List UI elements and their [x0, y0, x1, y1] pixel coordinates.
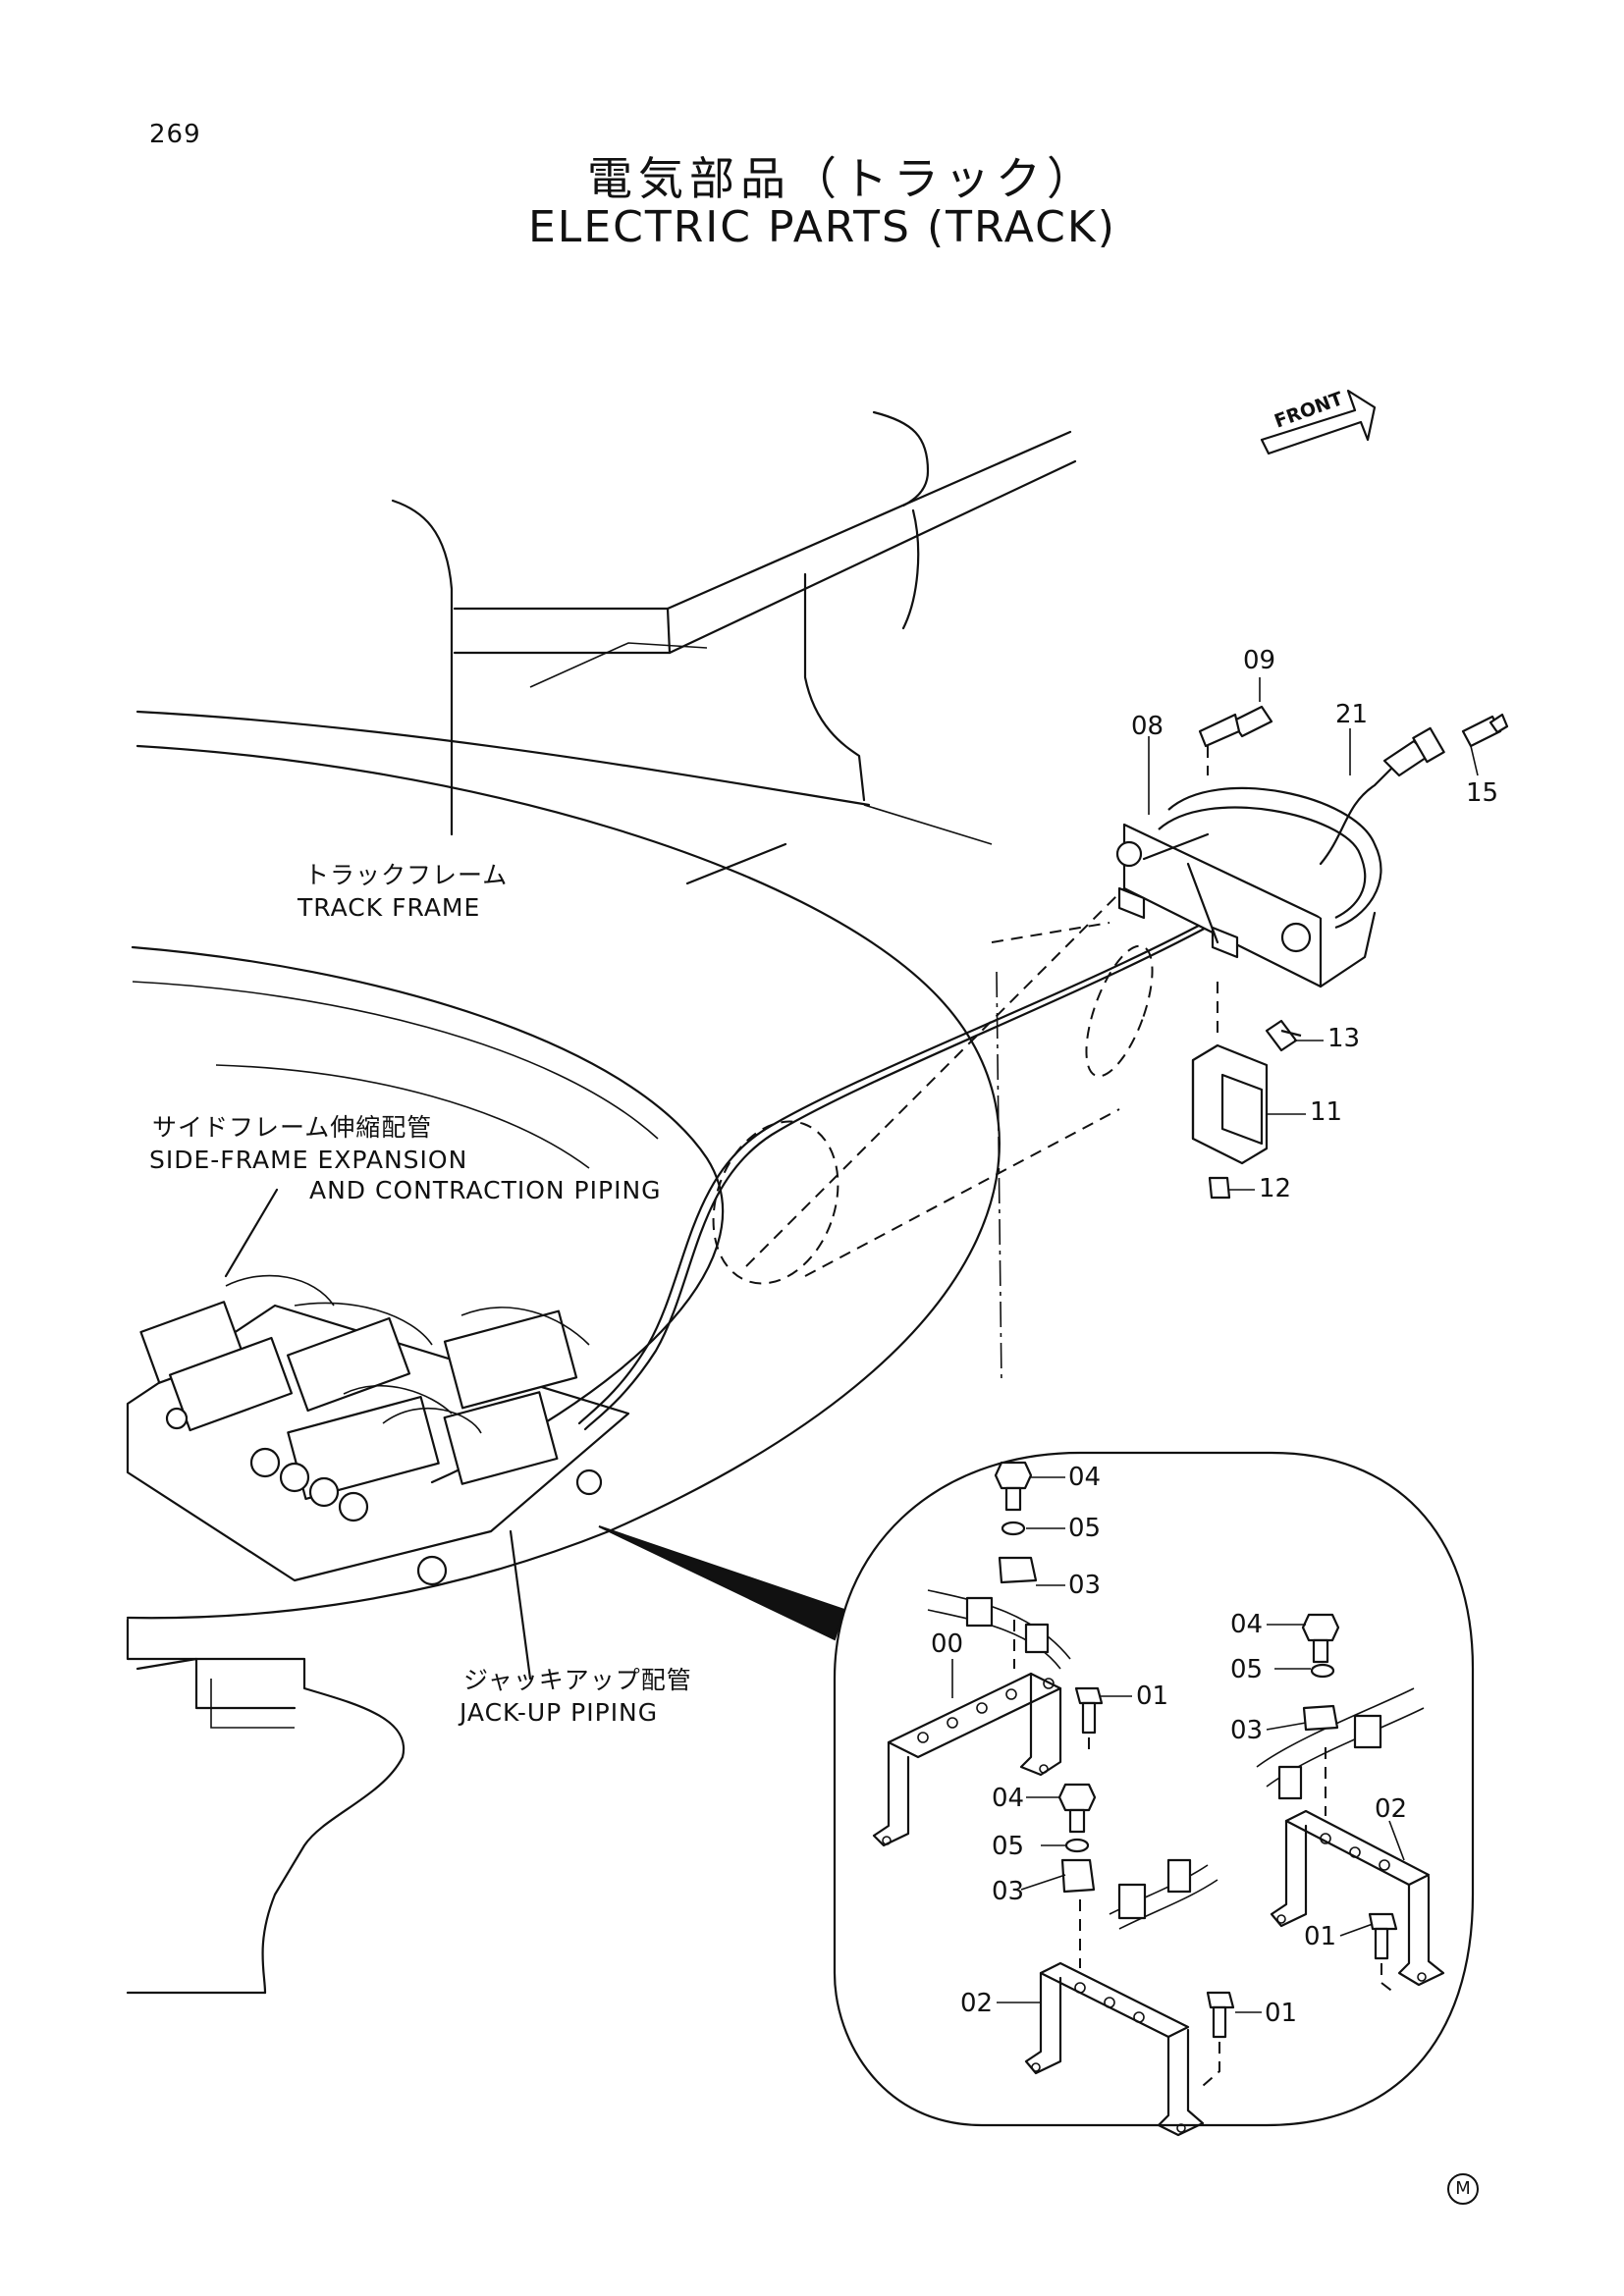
- detail-clip-03-c: [1060, 1858, 1096, 1894]
- dashed-cylinder: [712, 882, 1154, 1285]
- detail-bracket-02-right: [1256, 1687, 1445, 1987]
- detail-washer-05-c: [1064, 1838, 1090, 1853]
- page-number: 269: [149, 120, 201, 149]
- callout-08: 08: [1131, 712, 1164, 741]
- callout-11: 11: [1310, 1097, 1343, 1127]
- detail-clip-03-a: [998, 1556, 1038, 1584]
- jackup-label-en: JACK-UP PIPING: [460, 1698, 659, 1727]
- bolt-09: [1198, 705, 1273, 775]
- detail-callout-04-a: 04: [1068, 1463, 1102, 1492]
- callout-21: 21: [1335, 700, 1369, 729]
- bolt-15: [1461, 713, 1509, 748]
- callout-12: 12: [1259, 1174, 1292, 1203]
- detail-bolt-01-b: [1368, 1912, 1398, 1994]
- detail-bolt-04-a: [994, 1461, 1033, 1512]
- track-frame-label-en: TRACK FRAME: [298, 893, 481, 922]
- detail-bubble: [833, 1451, 1475, 2127]
- detail-callout-04-c: 04: [992, 1784, 1025, 1813]
- detail-callout-03-b: 03: [1230, 1716, 1264, 1745]
- detail-bolt-04-b: [1301, 1613, 1340, 1664]
- bracket-11: [1191, 982, 1269, 1165]
- detail-callout-02-b: 02: [960, 1989, 994, 2018]
- m-mark: M: [1447, 2173, 1479, 2205]
- track-frame-label-jp: トラックフレーム: [304, 861, 509, 889]
- jackup-label-jp: ジャッキアップ配管: [463, 1666, 692, 1694]
- detail-callout-04-b: 04: [1230, 1610, 1264, 1639]
- callout-13: 13: [1327, 1024, 1361, 1053]
- front-arrow: [1260, 389, 1377, 455]
- main-callout-leaders: [1148, 677, 1479, 1191]
- leader-jackup: [509, 1529, 532, 1681]
- detail-callout-05-a: 05: [1068, 1514, 1102, 1543]
- detail-callout-01-c: 01: [1265, 1999, 1298, 2028]
- detail-pointer: [598, 1525, 846, 1641]
- detail-bracket-02-bottom: [1024, 1858, 1218, 2137]
- wing-bolt-13: [1265, 1019, 1302, 1052]
- callout-15: 15: [1466, 778, 1499, 808]
- detail-washer-05-a: [1001, 1521, 1026, 1536]
- detail-bolt-04-c: [1057, 1783, 1097, 1834]
- title-japanese: 電気部品（トラック）: [587, 152, 1098, 205]
- detail-clip-03-b: [1302, 1704, 1339, 1732]
- valve-bank: [126, 1274, 630, 1586]
- detail-washer-05-b: [1310, 1663, 1335, 1679]
- detail-callout-05-c: 05: [992, 1832, 1025, 1861]
- electric-box-assembly: [1115, 726, 1445, 988]
- callout-09: 09: [1243, 646, 1276, 675]
- screw-12: [1208, 1176, 1231, 1200]
- detail-bracket-00: [872, 1589, 1071, 1847]
- detail-callout-03-a: 03: [1068, 1571, 1102, 1600]
- title-english: ELECTRIC PARTS (TRACK): [528, 202, 1116, 252]
- side-frame-label-jp: サイドフレーム伸縮配管: [152, 1113, 433, 1142]
- detail-callout-03-c: 03: [992, 1877, 1025, 1906]
- leader-side-frame: [224, 1188, 279, 1278]
- detail-callout-01-b: 01: [1304, 1922, 1337, 1951]
- detail-callout-05-b: 05: [1230, 1655, 1264, 1684]
- harness-cable: [577, 911, 1224, 1425]
- detail-callout-00: 00: [931, 1629, 964, 1659]
- side-frame-label-en-2: AND CONTRACTION PIPING: [309, 1176, 662, 1204]
- side-frame-label-en-1: SIDE-FRAME EXPANSION: [149, 1146, 468, 1174]
- detail-bolt-01-a: [1074, 1686, 1104, 1757]
- detail-bolt-01-c: [1202, 1991, 1235, 2087]
- detail-callout-leaders: [951, 1476, 1405, 2013]
- detail-callout-01-a: 01: [1136, 1682, 1169, 1711]
- detail-callout-02-a: 02: [1375, 1794, 1408, 1824]
- upper-frame-outline: [135, 410, 1077, 885]
